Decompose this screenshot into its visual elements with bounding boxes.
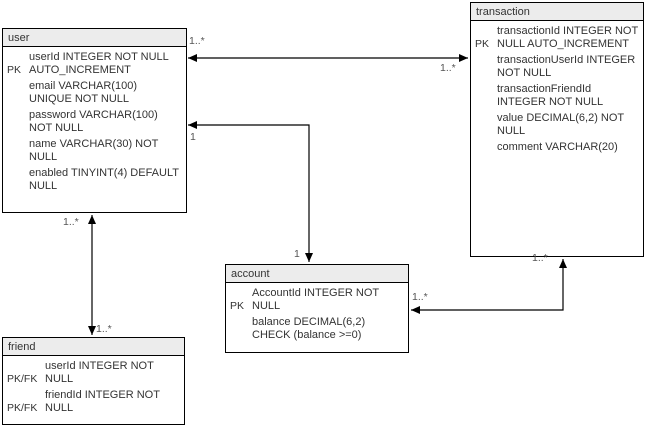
cardinality-label-user-friend-from: 1..*: [63, 216, 79, 228]
attribute-text: friendId INTEGER NOT NULL: [45, 389, 160, 414]
cardinality-label-user-friend-to: 1..*: [96, 323, 112, 335]
attribute-row: password VARCHAR(100) NOT NULL: [3, 109, 186, 135]
entity-friend-title: friend: [3, 338, 184, 356]
entity-user-attributes: PK userId INTEGER NOT NULL AUTO_INCREMEN…: [3, 47, 186, 200]
cardinality-label-user-account-to: 1: [294, 248, 300, 260]
cardinality-label-user-transaction-from: 1..*: [189, 35, 205, 47]
attribute-key: PK: [7, 64, 22, 76]
attribute-text: value DECIMAL(6,2) NOT NULL: [497, 112, 624, 137]
attribute-text: transactionFriendId INTEGER NOT NULL: [497, 83, 604, 108]
entity-user-title: user: [3, 29, 186, 47]
entity-account[interactable]: account PK AccountId INTEGER NOT NULL ba…: [225, 264, 409, 353]
cardinality-label-account-transaction-to: 1..*: [532, 252, 548, 264]
entity-friend-attributes: PK/FK userId INTEGER NOT NULL PK/FK frie…: [3, 356, 184, 422]
entity-user[interactable]: user PK userId INTEGER NOT NULL AUTO_INC…: [2, 28, 187, 213]
entity-transaction[interactable]: transaction PK transactionId INTEGER NOT…: [470, 2, 644, 257]
attribute-text: userId INTEGER NOT NULL: [45, 360, 154, 385]
attribute-row: PK AccountId INTEGER NOT NULL: [226, 287, 408, 313]
entity-transaction-title: transaction: [471, 3, 643, 21]
attribute-text: balance DECIMAL(6,2) CHECK (balance >=0): [252, 316, 366, 341]
attribute-key: PK: [475, 38, 490, 50]
attribute-row: balance DECIMAL(6,2) CHECK (balance >=0): [226, 316, 408, 342]
attribute-row: PK/FK userId INTEGER NOT NULL: [3, 360, 184, 386]
cardinality-label-user-account-from: 1: [190, 131, 196, 143]
attribute-row: email VARCHAR(100) UNIQUE NOT NULL: [3, 80, 186, 106]
attribute-text: name VARCHAR(30) NOT NULL: [29, 138, 159, 163]
entity-account-attributes: PK AccountId INTEGER NOT NULL balance DE…: [226, 283, 408, 349]
connector-account-transaction: [411, 259, 567, 314]
attribute-key: PK/FK: [7, 373, 38, 385]
attribute-row: transactionUserId INTEGER NOT NULL: [471, 54, 643, 80]
attribute-row: PK userId INTEGER NOT NULL AUTO_INCREMEN…: [3, 51, 186, 77]
attribute-row: PK transactionId INTEGER NOT NULL AUTO_I…: [471, 25, 643, 51]
attribute-row: value DECIMAL(6,2) NOT NULL: [471, 112, 643, 138]
attribute-text: password VARCHAR(100) NOT NULL: [29, 109, 158, 134]
cardinality-label-user-transaction-to: 1..*: [440, 62, 456, 74]
attribute-text: transactionId INTEGER NOT NULL AUTO_INCR…: [497, 25, 639, 50]
attribute-row: name VARCHAR(30) NOT NULL: [3, 138, 186, 164]
attribute-text: userId INTEGER NOT NULL AUTO_INCREMENT: [29, 51, 169, 76]
attribute-text: transactionUserId INTEGER NOT NULL: [497, 54, 636, 79]
attribute-key: PK/FK: [7, 402, 38, 414]
connector-user-account: [188, 121, 313, 262]
attribute-text: enabled TINYINT(4) DEFAULT NULL: [29, 167, 179, 192]
attribute-row: enabled TINYINT(4) DEFAULT NULL: [3, 167, 186, 193]
attribute-key: PK: [230, 300, 245, 312]
attribute-row: comment VARCHAR(20): [471, 141, 643, 154]
entity-account-title: account: [226, 265, 408, 283]
entity-friend[interactable]: friend PK/FK userId INTEGER NOT NULL PK/…: [2, 337, 185, 425]
attribute-text: email VARCHAR(100) UNIQUE NOT NULL: [29, 80, 137, 105]
entity-transaction-attributes: PK transactionId INTEGER NOT NULL AUTO_I…: [471, 21, 643, 161]
attribute-text: AccountId INTEGER NOT NULL: [252, 287, 379, 312]
attribute-row: transactionFriendId INTEGER NOT NULL: [471, 83, 643, 109]
attribute-text: comment VARCHAR(20): [497, 141, 618, 153]
cardinality-label-account-transaction-from: 1..*: [412, 291, 428, 303]
attribute-row: PK/FK friendId INTEGER NOT NULL: [3, 389, 184, 415]
